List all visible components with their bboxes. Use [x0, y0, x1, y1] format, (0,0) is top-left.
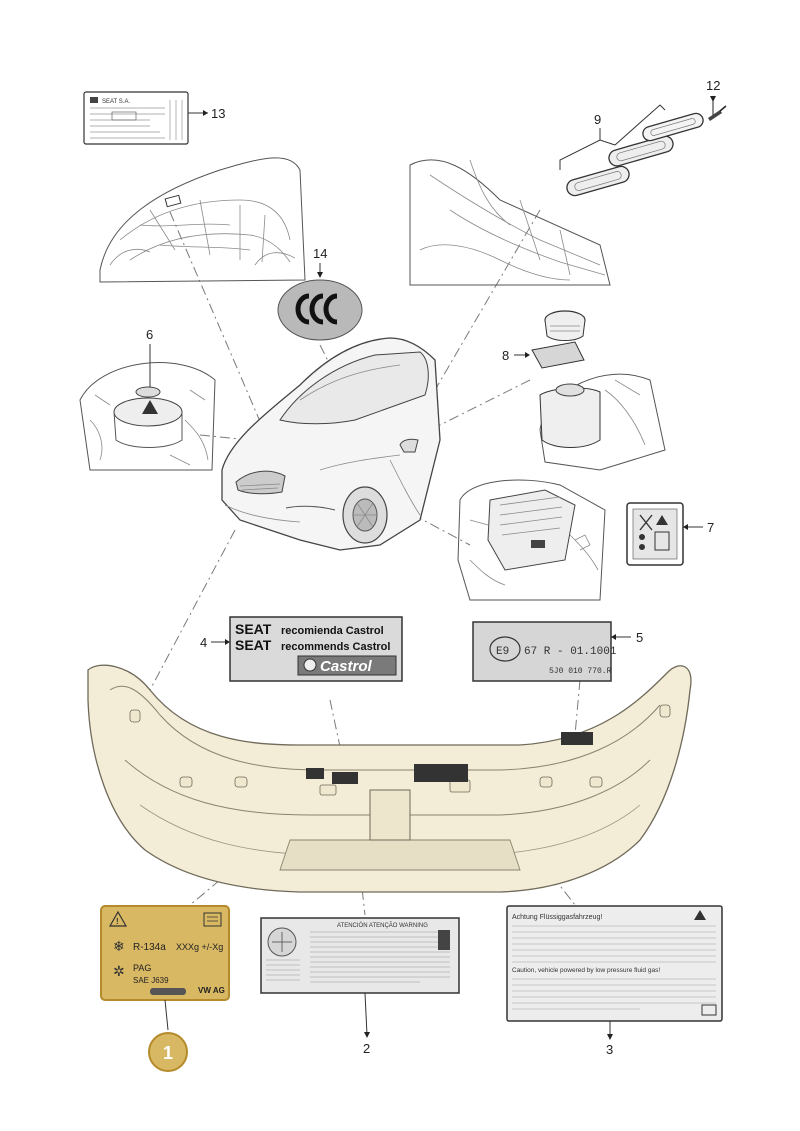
callout-7: 7 [707, 520, 714, 535]
label-1-oil-spec: SAE J639 [133, 976, 169, 985]
callout-5: 5 [636, 630, 643, 645]
part-7-label [626, 502, 684, 566]
callout-6: 6 [146, 327, 153, 342]
bumper-carrier [87, 664, 692, 893]
expansion-tank-sketch [531, 310, 666, 471]
oil-icon: ✲ [113, 964, 125, 980]
callout-13: 13 [211, 106, 225, 121]
callout-14: 14 [313, 246, 327, 261]
callout-3: 3 [606, 1042, 613, 1057]
snowflake-icon: ❄ [113, 939, 125, 955]
callout-1: 1 [163, 1043, 173, 1063]
castrol-logo: Castrol [320, 658, 373, 675]
label-3-caution: Caution, vehicle powered by low pressure… [512, 967, 660, 974]
label-5-code: 67 R - 01.1001 [524, 646, 617, 658]
label-5-mark: E9 [496, 646, 509, 658]
label-4-brand-2: SEAT [235, 637, 272, 653]
svg-text:SEAT S.A.: SEAT S.A. [102, 99, 130, 105]
part-9-strips [566, 112, 704, 197]
warning-triangle-icon [142, 400, 158, 414]
car-illustration [221, 337, 441, 551]
callout-1-marker [148, 1032, 188, 1072]
svg-text:!: ! [116, 917, 119, 926]
callout-2: 2 [363, 1041, 370, 1056]
part-14-ccc-badge [277, 279, 363, 341]
callout-9: 9 [594, 112, 601, 127]
label-4-line1: recomienda Castrol [281, 625, 384, 637]
part-2-warning-label: ATENCIÓN ATENÇÃO WARNING [260, 917, 460, 994]
label-3-header: Achtung Flüssiggasfahrzeug! [512, 914, 602, 921]
manual-icon [203, 912, 222, 927]
label-1-oil: PAG [133, 963, 151, 973]
part-4-castrol-label: SEAT recomienda Castrol SEAT recommends … [229, 616, 403, 682]
label-1-gas: R-134a [133, 942, 166, 953]
label-5-partno: 5J0 010 770.R [549, 667, 612, 676]
callout-8: 8 [502, 348, 509, 363]
part-1-refrigerant-label: ! ❄ R-134a XXXg +/-Xg ✲ PAG SAE J639 VW … [100, 905, 230, 1001]
part-12-screw [708, 96, 727, 121]
manual-icon [701, 1004, 717, 1016]
coolant-reservoir-sketch [79, 362, 216, 471]
part-5-approval-label: E9 67 R - 01.1001 5J0 010 770.R [472, 621, 617, 682]
engine-bay-sketch [457, 479, 606, 601]
label-4-line2: recommends Castrol [281, 641, 390, 653]
warning-icon [694, 910, 706, 920]
callout-4: 4 [200, 635, 207, 650]
warning-icon [108, 910, 128, 927]
label-1-maker: VW AG [198, 986, 225, 995]
label-4-brand: SEAT [235, 621, 272, 637]
leader-lines [149, 209, 581, 916]
part-13-sticker: SEAT S.A. [83, 91, 189, 145]
callout-12: 12 [706, 78, 720, 93]
part-3-lpg-label: Achtung Flüssiggasfahrzeug! Caution, veh… [506, 905, 723, 1022]
door-area-sketch [409, 159, 611, 286]
label-2-header: ATENCIÓN ATENÇÃO WARNING [337, 922, 428, 929]
label-1-amount: XXXg +/-Xg [176, 942, 223, 952]
engine-compartment-sketch [99, 157, 306, 283]
